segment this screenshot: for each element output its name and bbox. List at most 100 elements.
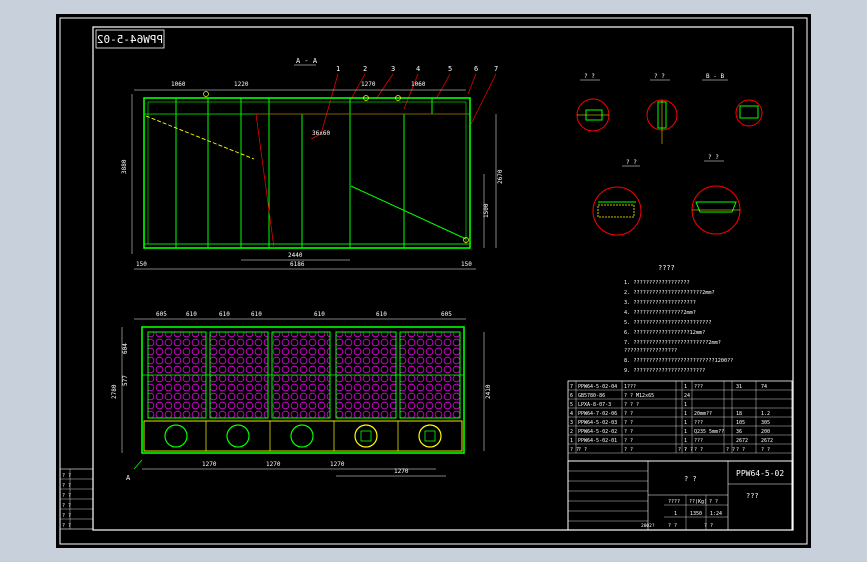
bottom-hopper-row	[143, 420, 463, 452]
plan-dim-bottom-4: 1270	[394, 468, 409, 475]
note-4: 4. ????????????????2mm?	[624, 310, 696, 316]
part-num-1: 1	[336, 65, 340, 73]
title-block-title2: ???	[746, 492, 759, 500]
title-block-weight-value: 1350	[690, 511, 702, 517]
parts-table-header-cell: ? ?	[736, 447, 745, 453]
title-block: ? ? PPW64-5-02 ??? ???? ??(Kg) ? ? 1 135…	[567, 460, 793, 531]
left-stamp-table: ? ? ? ? ? ? ? ? ? ? ? ?	[59, 468, 94, 530]
parts-table-cell: 31	[736, 384, 742, 390]
parts-table-cell: 74	[761, 384, 767, 390]
title-block-code: PPW64-5-02	[736, 469, 784, 478]
filter-panels	[142, 331, 464, 419]
parts-table-cell: ? ? M12x65	[624, 393, 654, 399]
parts-table-cell: 1	[684, 384, 687, 390]
title-block-stage: ????	[668, 499, 680, 505]
plan-dim-right: 2410	[485, 384, 492, 399]
parts-table-cell: 305	[761, 420, 770, 426]
mirrored-code: PPW64-5-02	[97, 33, 163, 46]
technical-notes: ???? 1. ?????????????????? 2. ??????????…	[624, 264, 733, 374]
parts-table-cell: Q235 5mm??	[694, 429, 724, 435]
dim-bottom-total: 6186	[290, 261, 305, 268]
title-block-sheet-of: ? ?	[704, 523, 713, 529]
parts-table-cell: GB5780-86	[578, 393, 605, 399]
leader-lines	[310, 73, 497, 140]
part-number-labels: 1 2 3 4 5 6 7	[336, 65, 498, 73]
parts-table-cell: 2	[570, 429, 573, 435]
parts-table-cell: 6	[570, 393, 573, 399]
section-label: A - A	[296, 57, 318, 65]
detail-label-1: ? ?	[584, 73, 595, 80]
stamp-row-2: ? ?	[62, 483, 71, 489]
notes-title: ????	[658, 264, 675, 272]
note-6: 6. ??????????????????12mm?	[624, 330, 705, 336]
stamp-row-1: ? ?	[62, 473, 71, 479]
dim-right-b: 1500	[483, 203, 490, 218]
parts-table-cell: LPXA-8-07-3	[578, 402, 611, 408]
parts-table-cell: ???	[694, 384, 703, 390]
detail-views: ? ? ? ? B - B ? ? ? ?	[576, 73, 763, 236]
plan-dim-bottom-1: 1270	[202, 461, 217, 468]
parts-table-header-cell: ? ?	[678, 447, 687, 453]
mirrored-code-box: PPW64-5-02	[95, 29, 165, 49]
plan-dim-top-4: 610	[251, 311, 262, 318]
plan-dim-bottom-3: 1270	[330, 461, 345, 468]
parts-table-cell: ? ?	[624, 438, 633, 444]
note-8: 8. ??????????????????????????1200??	[624, 358, 733, 364]
dim-top-2: 1220	[234, 81, 249, 88]
plan-marker: A	[126, 474, 131, 482]
dim-bottom-inner: 2440	[288, 252, 303, 259]
parts-table-header-cell: ? ?	[570, 447, 579, 453]
dim-top-3: 1270	[361, 81, 376, 88]
note-1: 1. ??????????????????	[624, 280, 690, 286]
dim-right-a: 2670	[497, 169, 504, 184]
plan-dim-left-2: 577	[122, 375, 129, 386]
parts-table-cell: 24	[684, 393, 690, 399]
parts-table-cell: 36	[736, 429, 742, 435]
parts-table-cell: 1	[684, 402, 687, 408]
parts-table-cell: 1	[570, 438, 573, 444]
front-note: 36x60	[312, 130, 330, 137]
plan-dim-bottom-2: 1270	[266, 461, 281, 468]
parts-table-cell: PPW64-5-02-02	[578, 429, 617, 435]
parts-table-cell: PPW64-7-02-06	[578, 411, 617, 417]
note-7b: ?????????????????	[624, 348, 677, 354]
note-7: 7. ????????????????????????2mm?	[624, 340, 721, 346]
parts-table-cell: 5	[570, 402, 573, 408]
title-block-scale: ? ?	[709, 499, 718, 505]
parts-table-cell: 2672	[736, 438, 748, 444]
plan-dim-top-5: 610	[314, 311, 325, 318]
parts-table-cell: 1	[684, 411, 687, 417]
note-3: 3. ????????????????????	[624, 300, 696, 306]
plan-dim-top-1: 605	[156, 311, 167, 318]
detail-label-3: B - B	[706, 73, 724, 80]
cad-viewport[interactable]: PPW64-5-02 A - A 1 2 3 4 5 6 7 1060	[56, 14, 811, 548]
dim-top-4: 1060	[411, 81, 426, 88]
parts-table-header-cell: ? ?	[761, 447, 770, 453]
stamp-row-6: ? ?	[62, 523, 71, 529]
parts-table-cell: 20mm??	[694, 411, 712, 417]
parts-table-cell: 18	[736, 411, 742, 417]
parts-table-header-cell: ? ?	[578, 447, 587, 453]
note-9: 9. ???????????????????????	[624, 368, 705, 374]
part-num-7: 7	[494, 65, 498, 73]
parts-table-cell: 2672	[761, 438, 773, 444]
detail-label-4: ? ?	[626, 159, 637, 166]
parts-table-cell: 1???	[624, 384, 636, 390]
stamp-row-3: ? ?	[62, 493, 71, 499]
detail-label-5: ? ?	[708, 154, 719, 161]
parts-table-cell: ? ? ?	[624, 402, 639, 408]
plan-dim-left-1: 604	[122, 343, 129, 354]
note-5: 5. ?????????????????????????	[624, 320, 711, 326]
dim-top-1: 1060	[171, 81, 186, 88]
title-block-date: 2002?	[641, 523, 655, 529]
part-num-3: 3	[391, 65, 395, 73]
plan-view: 605 610 610 610 610 610 605	[111, 311, 492, 482]
dim-bottom-left: 150	[136, 261, 147, 268]
outer-border	[59, 17, 808, 545]
cad-drawing: PPW64-5-02 A - A 1 2 3 4 5 6 7 1060	[59, 17, 808, 545]
title-block-title: ? ?	[684, 475, 697, 483]
parts-table-cell: 4	[570, 411, 573, 417]
dim-bottom-right: 150	[461, 261, 472, 268]
parts-table-cell: ???	[694, 438, 703, 444]
note-2: 2. ??????????????????????2mm?	[624, 290, 715, 296]
